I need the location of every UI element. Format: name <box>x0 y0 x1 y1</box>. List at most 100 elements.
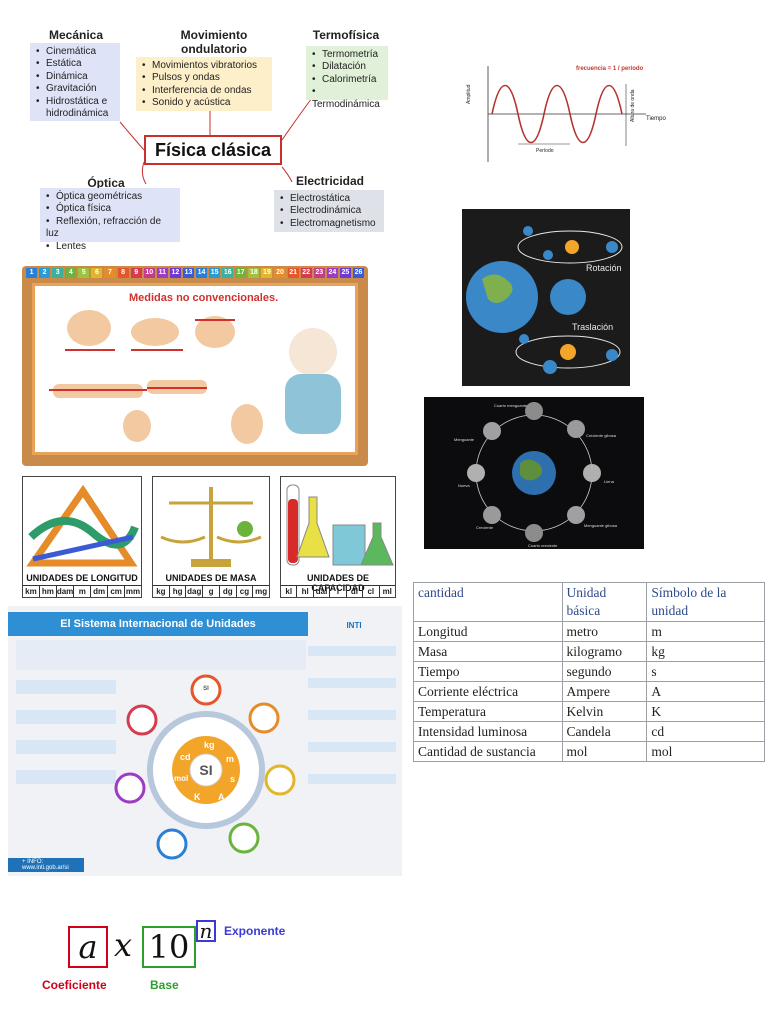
lesson-number[interactable]: 5 <box>78 268 90 278</box>
lesson-number[interactable]: 9 <box>130 268 142 278</box>
capacity-units-row: kl hl dal l dl cl ml <box>281 585 395 597</box>
wave-x-label: Tiempo <box>646 116 666 122</box>
poster-left-column <box>16 680 116 840</box>
table-cell: Candela <box>561 721 648 742</box>
erlenmeyer-icon <box>360 522 394 566</box>
lesson-number[interactable]: 21 <box>287 268 299 278</box>
lesson-number[interactable]: 18 <box>248 268 260 278</box>
si-hub-inner <box>189 753 223 787</box>
flask-icon <box>296 496 330 558</box>
unit-cell: g <box>203 586 220 597</box>
foot-icon <box>67 310 111 346</box>
lesson-number[interactable]: 24 <box>326 268 338 278</box>
table-cell: kilogramo <box>561 641 648 662</box>
lesson-number[interactable]: 25 <box>339 268 351 278</box>
beaker-icon <box>332 524 366 566</box>
mecanica-title: Mecánica <box>48 28 104 42</box>
lesson-number[interactable]: 16 <box>222 268 234 278</box>
moon-label: Menguante gibosa <box>584 523 617 528</box>
lesson-number[interactable]: 7 <box>104 268 116 278</box>
mecanica-item: Hidrostática e <box>36 96 114 108</box>
lesson-number[interactable]: 2 <box>39 268 51 278</box>
wave-formula: frecuencia = 1 / período <box>576 66 644 72</box>
exponent-symbol: n <box>196 920 216 942</box>
small-earth <box>543 250 553 260</box>
length-units-title: UNIDADES DE LONGITUD <box>26 573 138 583</box>
coefficient-label: Coeficiente <box>42 978 107 992</box>
unit-cell: dal <box>314 586 331 597</box>
si-satellite <box>248 702 280 734</box>
electricidad-box: Electrostática Electrodinámica Electroma… <box>274 190 384 232</box>
unit-cell: dm <box>91 586 109 597</box>
unit-cell: dg <box>220 586 237 597</box>
termofisica-item: Termodinámica <box>312 86 382 111</box>
mass-units-row: kg hg dag g dg cg mg <box>153 585 269 597</box>
lesson-number[interactable]: 11 <box>156 268 168 278</box>
lower-orbit <box>515 335 621 369</box>
unit-cell: hm <box>40 586 57 597</box>
moon-label: Llena <box>604 479 614 484</box>
lesson-number[interactable]: 3 <box>52 268 64 278</box>
movimiento-item: Movimientos vibratorios <box>142 60 266 72</box>
unit-cell: hl <box>297 586 314 597</box>
lesson-number[interactable]: 13 <box>182 268 195 278</box>
termofisica-box: Termometría Dilatación Calorimetría Term… <box>306 46 388 110</box>
lesson-number[interactable]: 22 <box>300 268 312 278</box>
upper-orbit <box>517 230 623 264</box>
lesson-number[interactable]: 8 <box>117 268 129 278</box>
lesson-number[interactable]: 14 <box>196 268 208 278</box>
table-row: Tiempo segundo s <box>413 661 765 682</box>
measures-board: 1 2 3 4 5 6 7 8 9 10 11 12 13 14 15 16 1… <box>22 266 368 466</box>
lesson-number[interactable]: 12 <box>169 268 181 278</box>
unit-cell: mm <box>125 587 141 596</box>
lesson-number[interactable]: 4 <box>65 268 77 278</box>
triangle-ruler-icon <box>26 484 138 567</box>
movimiento-item: Interferencia de ondas <box>142 85 266 97</box>
table-cell: Temperatura <box>413 701 563 722</box>
poster-footer[interactable]: + INFO: www.inti.gob.ar/si <box>8 858 84 872</box>
table-cell: segundo <box>561 661 648 682</box>
lesson-number[interactable]: 10 <box>143 268 155 278</box>
unit-cell: cg <box>237 586 254 597</box>
rotation-label: Rotación <box>586 263 622 273</box>
termofisica-item: Dilatación <box>312 61 382 73</box>
moon <box>583 464 601 482</box>
optica-item: Reflexión, refracción de luz <box>46 216 174 241</box>
mecanica-item: hidrodinámica <box>46 108 109 120</box>
moon-label: Menguante <box>454 437 475 442</box>
test-tube-liquid <box>288 499 298 563</box>
si-segment: K <box>194 792 201 802</box>
si-table: cantidad Unidad básica Símbolo de la uni… <box>413 582 765 762</box>
lesson-number[interactable]: 23 <box>313 268 325 278</box>
moon <box>525 524 543 542</box>
optica-item: Óptica geométricas <box>46 191 174 203</box>
moon-label: Creciente <box>476 525 494 530</box>
lesson-number[interactable]: 6 <box>91 268 103 278</box>
sun-top <box>565 240 579 254</box>
table-cell: mol <box>561 741 648 762</box>
lesson-number[interactable]: 1 <box>26 268 38 278</box>
table-row: Cantidad de sustancia mol mol <box>413 741 765 762</box>
central-topic: Física clásica <box>144 135 282 165</box>
sun-bottom <box>560 344 576 360</box>
mecanica-box: Cinemática Estática Dinámica Gravitación… <box>30 43 120 121</box>
lesson-number[interactable]: 26 <box>352 268 365 278</box>
electricidad-item: Electromagnetismo <box>280 218 378 230</box>
electricidad-item: Electrostática <box>280 193 378 205</box>
lesson-number[interactable]: 20 <box>274 268 286 278</box>
si-satellite <box>156 828 188 860</box>
si-units-table: cantidad Unidad básica Símbolo de la uni… <box>413 582 765 762</box>
foot-icon <box>131 318 179 346</box>
lesson-number[interactable]: 19 <box>261 268 273 278</box>
table-cell: Cantidad de sustancia <box>413 741 563 762</box>
palm-icon <box>231 404 263 444</box>
si-satellite <box>114 772 146 804</box>
unit-cell: mg <box>255 587 268 596</box>
earth-motion-image: Rotación Traslación <box>462 209 630 386</box>
si-satellite <box>264 764 296 796</box>
fruit-icon <box>237 521 253 537</box>
lesson-number[interactable]: 17 <box>235 268 247 278</box>
mass-units-card: UNIDADES DE MASA kg hg dag g dg cg mg <box>152 476 270 598</box>
hand-span-icon <box>195 316 235 348</box>
lesson-number[interactable]: 15 <box>209 268 221 278</box>
